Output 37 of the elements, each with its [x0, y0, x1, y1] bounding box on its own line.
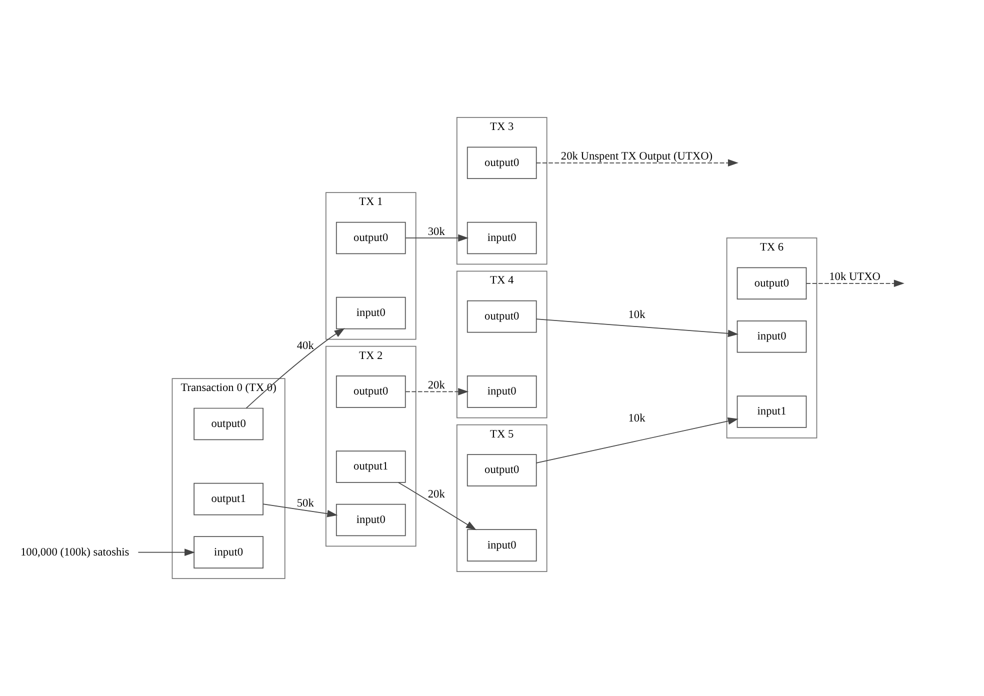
node-box: output0 — [466, 146, 537, 180]
edge-label: 20k — [428, 488, 445, 501]
edge-label: 10k — [628, 412, 646, 425]
node-box: output0 — [466, 454, 537, 486]
node-text: 100,000 (100k) satoshis — [20, 546, 130, 558]
node-box: output1 — [336, 450, 406, 483]
arrow — [806, 280, 904, 288]
node-box: input0 — [736, 320, 807, 353]
node-box: output0 — [336, 376, 406, 408]
edge-label: 10k UTXO — [829, 271, 880, 284]
node-box: input0 — [466, 376, 537, 408]
node-box: input0 — [466, 222, 537, 254]
node-box: output0 — [466, 300, 537, 333]
node-box: input0 — [194, 536, 264, 568]
arrow — [536, 318, 738, 338]
arrow — [398, 482, 476, 530]
node-box: input0 — [336, 296, 406, 330]
edge-label: 50k — [296, 497, 314, 510]
arrow — [138, 548, 196, 556]
node-box: input0 — [466, 529, 537, 562]
node-box: output0 — [194, 408, 264, 440]
arrow — [536, 417, 738, 464]
edge-label: 30k — [428, 226, 445, 238]
edge-label: 40k — [296, 340, 314, 352]
edge-label: 20k — [428, 380, 445, 392]
arrow — [262, 504, 338, 518]
arrow — [405, 234, 469, 242]
arrow — [246, 328, 345, 409]
edge-label: 20k Unspent TX Output (UTXO) — [560, 150, 713, 163]
node-box: output0 — [736, 267, 807, 300]
node-box: output0 — [336, 222, 406, 254]
edge-label: 10k — [628, 308, 646, 321]
node-box: input1 — [736, 396, 807, 428]
arrow — [536, 159, 738, 167]
arrow — [405, 388, 469, 396]
node-box: input0 — [336, 504, 406, 536]
node-box: output1 — [194, 482, 264, 516]
